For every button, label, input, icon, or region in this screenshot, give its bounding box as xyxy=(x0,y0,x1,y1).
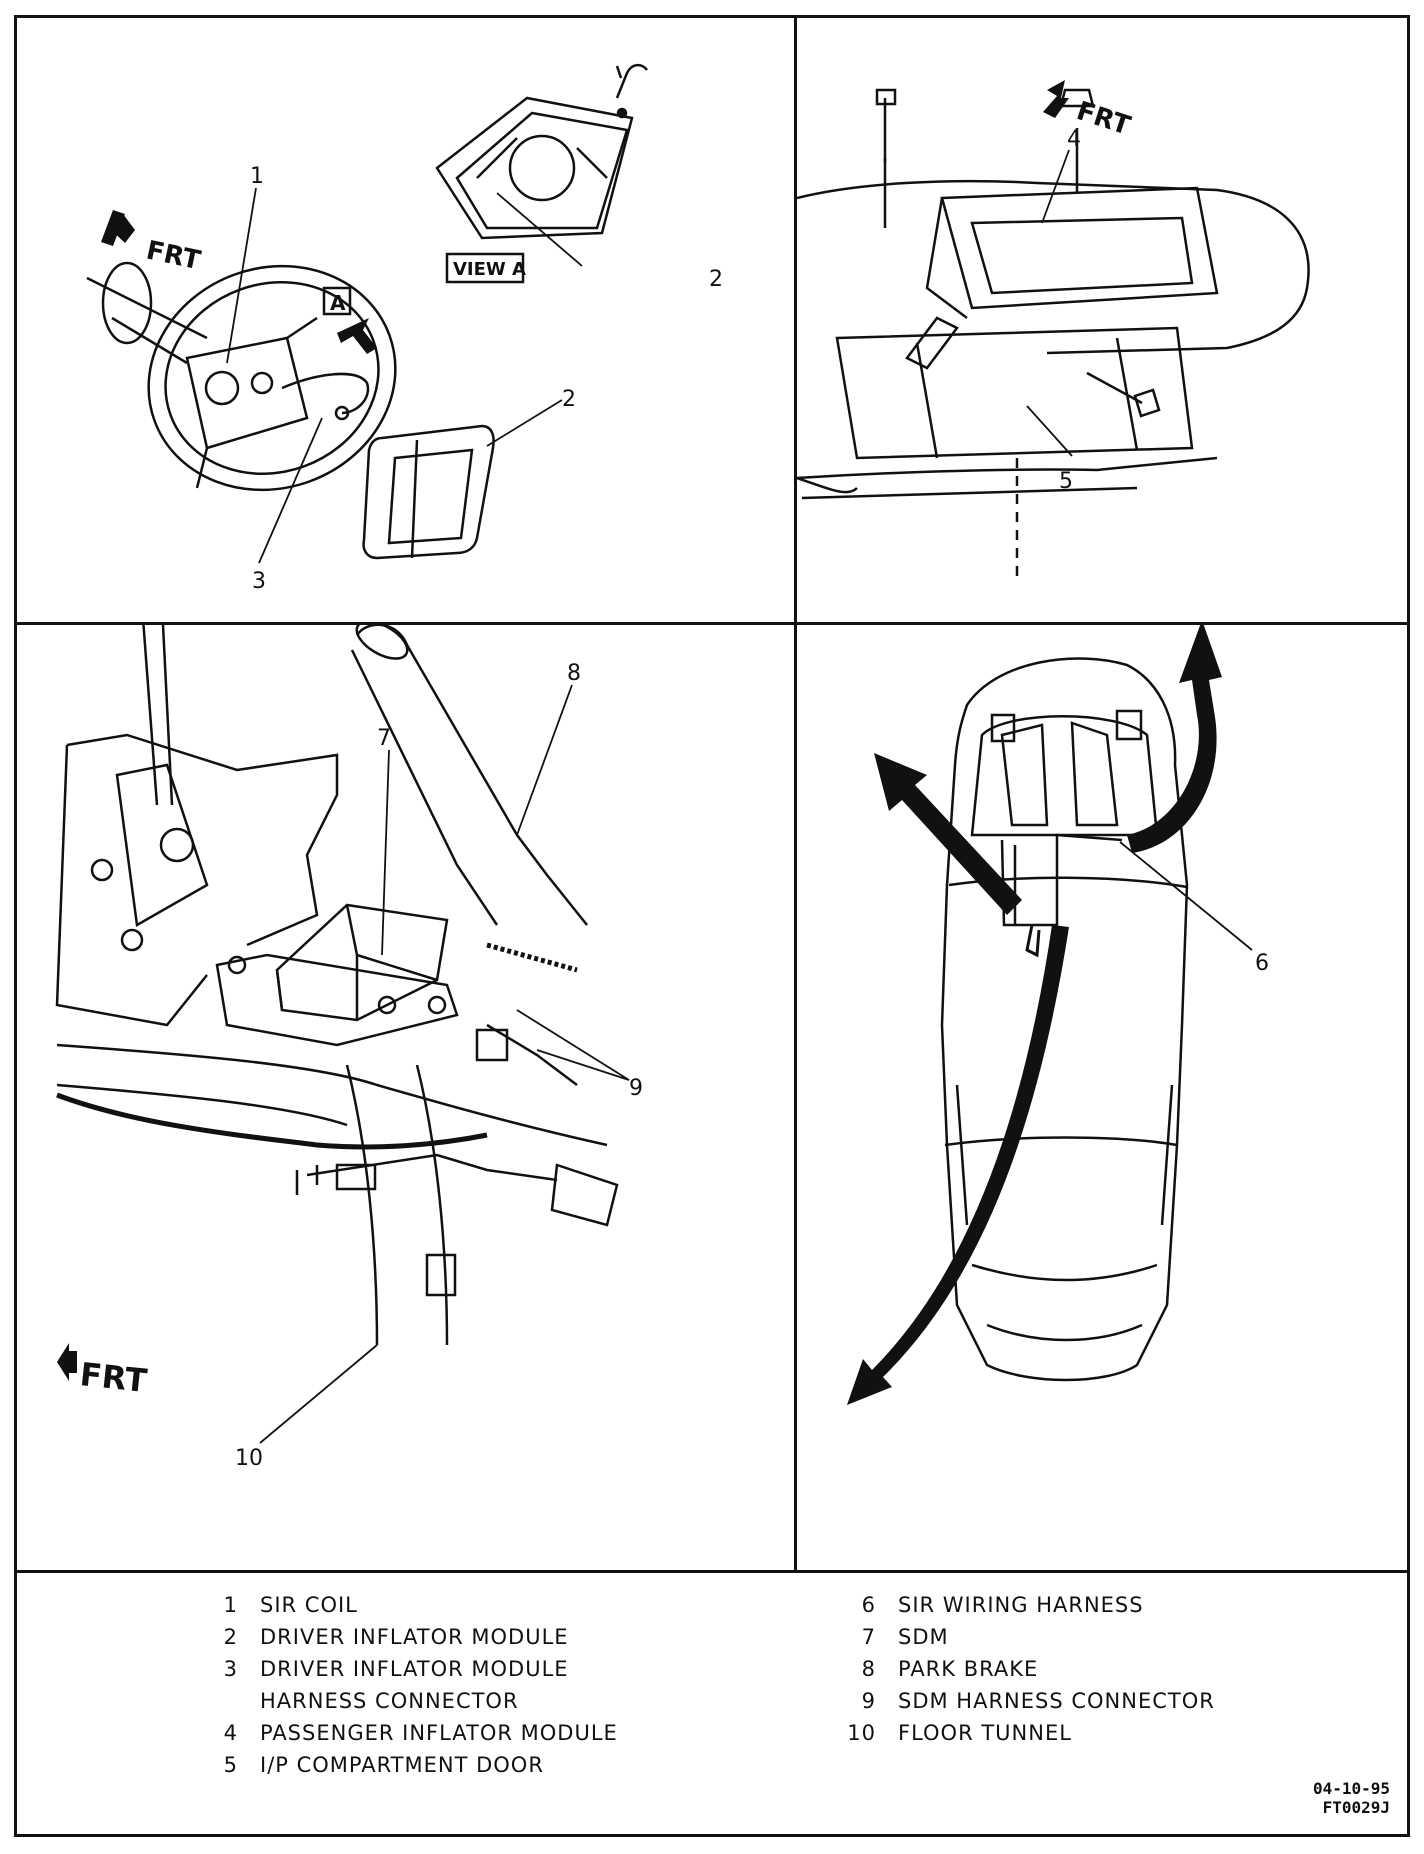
legend-item-number: 2 xyxy=(223,1625,238,1649)
view-a-marker xyxy=(322,286,352,316)
legend-item-text: PARK BRAKE xyxy=(898,1657,1039,1681)
callout-5: 5 xyxy=(1059,469,1073,494)
drawing-stamp: 04-10-95 FT0029J xyxy=(1313,1779,1390,1817)
legend-item-text: PASSENGER INFLATOR MODULE xyxy=(260,1721,618,1745)
sdm-illustration: FRT 7 8 9 10 xyxy=(55,625,643,1471)
divider-vertical xyxy=(794,15,797,1572)
vehicle-top-illustration: 6 xyxy=(847,625,1269,1405)
callout-9: 9 xyxy=(629,1076,643,1101)
frt-label-2: FRT xyxy=(1073,96,1134,141)
legend-item-text: DRIVER INFLATOR MODULE xyxy=(260,1625,569,1649)
view-a-box xyxy=(445,252,525,284)
callout-2-view-a: 2 xyxy=(709,267,723,292)
divider-legend xyxy=(14,1570,1410,1573)
divider-middle xyxy=(14,622,1410,625)
stamp-date: 04-10-95 xyxy=(1312,1779,1390,1798)
stamp-code: FT0029J xyxy=(1322,1798,1390,1817)
callout-2: 2 xyxy=(562,387,576,412)
diagram-frame xyxy=(14,15,1410,1837)
frt-label-3: FRT xyxy=(78,1355,149,1400)
arrow-front-right-icon xyxy=(1127,625,1222,853)
legend-item-number: 3 xyxy=(223,1657,238,1681)
frt-label-1: FRT xyxy=(144,236,204,277)
panel-passenger-module: FRT 4 5 xyxy=(797,18,1410,622)
legend-item-text: SDM HARNESS CONNECTOR xyxy=(898,1689,1215,1713)
legend-item-number: 7 xyxy=(861,1625,876,1649)
legend-item-number: 9 xyxy=(861,1689,876,1713)
legend-item-number: 5 xyxy=(223,1753,238,1777)
legend-item-text: SDM xyxy=(898,1625,949,1649)
panel-steering-wheel: FRT A VIEW A 1 2 2 3 xyxy=(17,18,794,622)
legend-item-number: 10 xyxy=(847,1721,876,1745)
passenger-module-illustration: FRT 4 5 xyxy=(797,80,1310,578)
view-a-marker-label: A xyxy=(330,291,346,315)
frt-arrow-icon xyxy=(57,1343,77,1381)
callout-10: 10 xyxy=(235,1446,263,1471)
legend-item-text: I/P COMPARTMENT DOOR xyxy=(260,1753,544,1777)
airbag-routing-arrows xyxy=(847,625,1222,1405)
frt-arrow-icon xyxy=(1043,80,1069,118)
panel-sdm: FRT 7 8 9 10 xyxy=(17,625,794,1570)
steering-wheel-illustration: FRT A VIEW A 1 2 2 3 xyxy=(86,63,723,594)
callout-7: 7 xyxy=(377,726,391,751)
callout-3: 3 xyxy=(252,569,266,594)
callout-6: 6 xyxy=(1255,951,1269,976)
legend-item-number: 6 xyxy=(861,1593,876,1617)
panel-vehicle-top: 6 xyxy=(797,625,1410,1570)
legend-item-number: 8 xyxy=(861,1657,876,1681)
callout-4: 4 xyxy=(1067,127,1081,152)
callout-1: 1 xyxy=(250,164,264,189)
legend-item-number: 1 xyxy=(223,1593,238,1617)
view-direction-arrow-icon xyxy=(337,318,377,354)
legend-item-text: SIR WIRING HARNESS xyxy=(898,1593,1144,1617)
frt-arrow-icon xyxy=(101,210,135,246)
legend-item-text: SIR COIL xyxy=(260,1593,358,1617)
legend-item-text: HARNESS CONNECTOR xyxy=(260,1689,519,1713)
arrow-front-left-icon xyxy=(874,753,1022,915)
arrow-rear-left-icon xyxy=(847,925,1069,1405)
legend-item-text: DRIVER INFLATOR MODULE xyxy=(260,1657,569,1681)
legend-item-number: 4 xyxy=(223,1721,238,1745)
callout-8: 8 xyxy=(567,661,581,686)
legend-item-text: FLOOR TUNNEL xyxy=(898,1721,1072,1745)
view-a-label: VIEW A xyxy=(453,259,526,280)
